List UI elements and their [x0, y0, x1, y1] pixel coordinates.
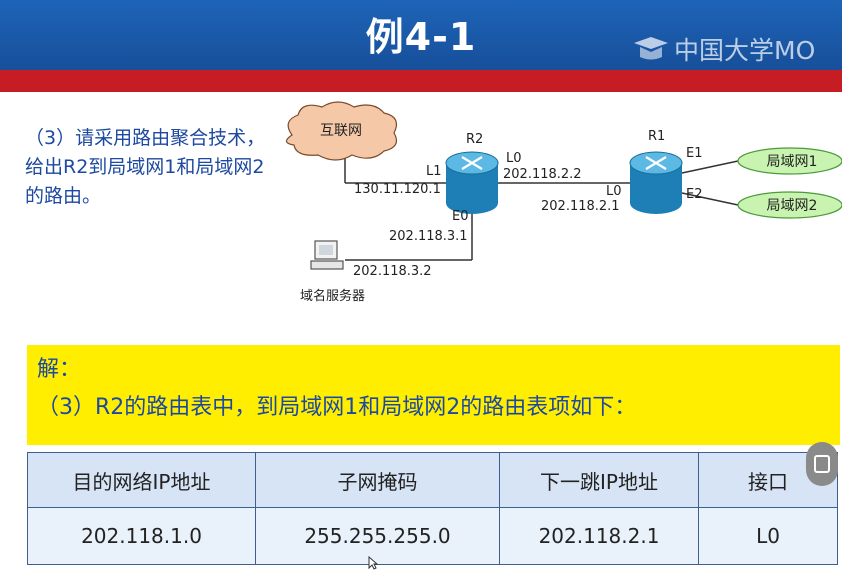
cell-interface: L0: [698, 507, 838, 565]
router-r1-icon: [629, 151, 683, 214]
r2-label: R2: [466, 132, 483, 147]
cell-subnet-mask: 255.255.255.0: [255, 507, 500, 565]
side-panel-button[interactable]: [806, 442, 838, 486]
cell-dest-ip: 202.118.1.0: [27, 507, 256, 565]
r2-l0-ip: 202.118.2.2: [503, 167, 582, 182]
header-subnet-mask: 子网掩码: [255, 452, 500, 508]
table-header-row: 目的网络IP地址 子网掩码 下一跳IP地址 接口: [27, 452, 838, 508]
routing-table: 目的网络IP地址 子网掩码 下一跳IP地址 接口 202.118.1.0 255…: [27, 452, 838, 565]
r2-l1-label: L1: [426, 164, 442, 179]
r1-e2-label: E2: [686, 187, 703, 202]
answer-box: 解： （3）R2的路由表中，到局域网1和局域网2的路由表项如下：: [27, 345, 840, 445]
slide-title: 例4-1: [365, 15, 477, 59]
question-text: （3）请采用路由聚合技术，给出R2到局域网1和局域网2的路由。: [25, 127, 266, 207]
router-r2-icon: [445, 151, 499, 214]
cell-next-hop: 202.118.2.1: [499, 507, 699, 565]
note-icon: [814, 455, 830, 473]
mouse-cursor-icon: [368, 556, 378, 570]
lan1-icon: 局域网1: [737, 147, 842, 175]
dns-label: 域名服务器: [300, 288, 365, 304]
header-dest-ip: 目的网络IP地址: [27, 452, 256, 508]
r2-e0-ip: 202.118.3.1: [389, 229, 468, 244]
watermark: 中国大学MO: [632, 32, 815, 66]
r1-e1-label: E1: [686, 146, 703, 161]
r2-e0-label: E0: [452, 209, 469, 224]
network-diagram: 互联网 局域网1 局域网2 R2 R1 L1: [285, 101, 842, 304]
r2-l0-label: L0: [506, 151, 522, 166]
title-banner: 例4-1 中国大学MO: [0, 0, 842, 70]
r1-l0-label: L0: [606, 184, 622, 199]
lan2-icon: 局域网2: [737, 191, 842, 219]
answer-heading: 解：: [37, 357, 82, 382]
table-row: 202.118.1.0 255.255.255.0 202.118.2.1 L0: [27, 507, 838, 565]
watermark-text: 中国大学MO: [674, 36, 816, 65]
header-stripe: [0, 70, 842, 92]
r1-label: R1: [648, 129, 665, 144]
r1-l0-ip: 202.118.2.1: [541, 199, 620, 214]
r2-l1-ip: 130.11.120.1: [354, 182, 441, 197]
svg-text:局域网1: 局域网1: [767, 154, 818, 170]
svg-text:局域网2: 局域网2: [767, 198, 818, 214]
svg-text:互联网: 互联网: [320, 123, 362, 139]
answer-text: （3）R2的路由表中，到局域网1和局域网2的路由表项如下：: [37, 395, 637, 420]
header-next-hop: 下一跳IP地址: [499, 452, 699, 508]
internet-cloud-icon: 互联网: [285, 101, 397, 161]
dns-computer-icon: [310, 240, 344, 270]
mooc-logo-icon: [634, 37, 668, 60]
dns-ip: 202.118.3.2: [353, 264, 432, 279]
